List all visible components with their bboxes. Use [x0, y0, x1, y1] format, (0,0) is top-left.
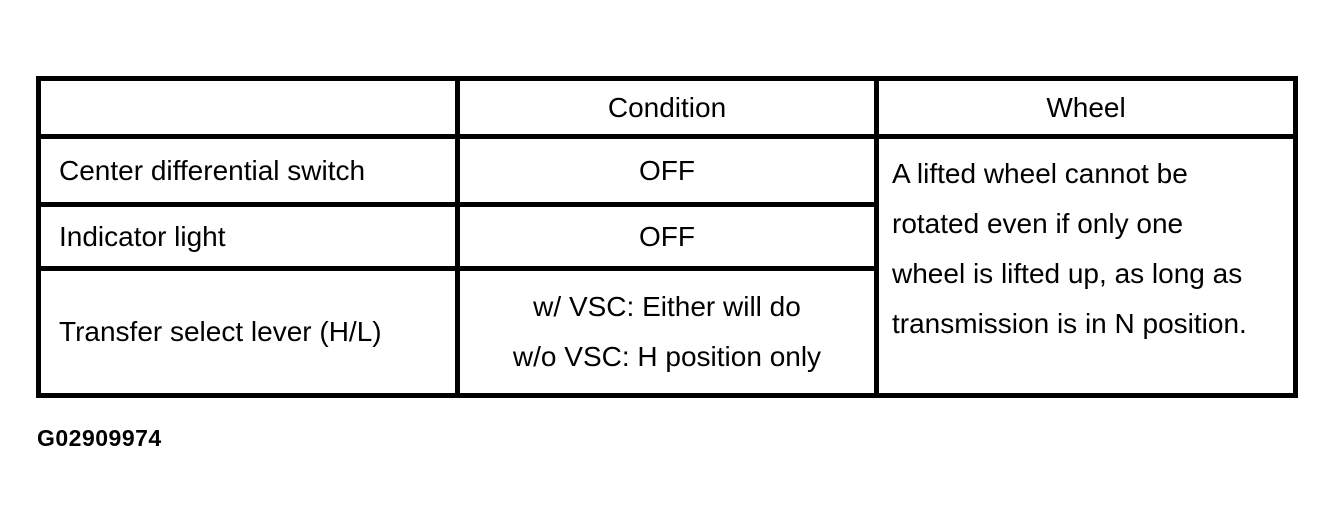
table-row-transfer-select-lever: Transfer select lever (H/L) w/ VSC: Eith…	[36, 266, 1296, 398]
header-cell-wheel: Wheel	[874, 76, 1298, 139]
item-cell-indicator-light: Indicator light	[36, 202, 460, 271]
table-row-indicator-light: Indicator light OFF	[36, 202, 1296, 271]
item-cell-center-differential-switch: Center differential switch	[36, 134, 460, 207]
condition-cell-indicator-light: OFF	[455, 202, 879, 271]
table-header-row: Condition Wheel	[36, 76, 1298, 139]
wheel-note-cell: A lifted wheel cannot be rotated even if…	[874, 134, 1298, 398]
condition-line-without-vsc: w/o VSC: H position only	[512, 341, 822, 372]
condition-spec-table: Condition Wheel Center differential swit…	[36, 76, 1298, 398]
figure-id: G02909974	[37, 425, 162, 451]
header-cell-empty	[36, 76, 460, 139]
condition-cell-transfer-select-lever: w/ VSC: Either will do w/o VSC: H positi…	[455, 266, 879, 398]
table-row-center-differential-switch: Center differential switch OFF A lifted …	[36, 134, 1298, 398]
wheel-note-text: A lifted wheel cannot be rotated even if…	[892, 158, 1247, 339]
item-cell-transfer-select-lever: Transfer select lever (H/L)	[36, 266, 460, 398]
condition-cell-center-differential-switch: OFF	[455, 134, 879, 207]
condition-line-with-vsc: w/ VSC: Either will do	[533, 291, 801, 322]
header-cell-condition: Condition	[455, 76, 879, 139]
